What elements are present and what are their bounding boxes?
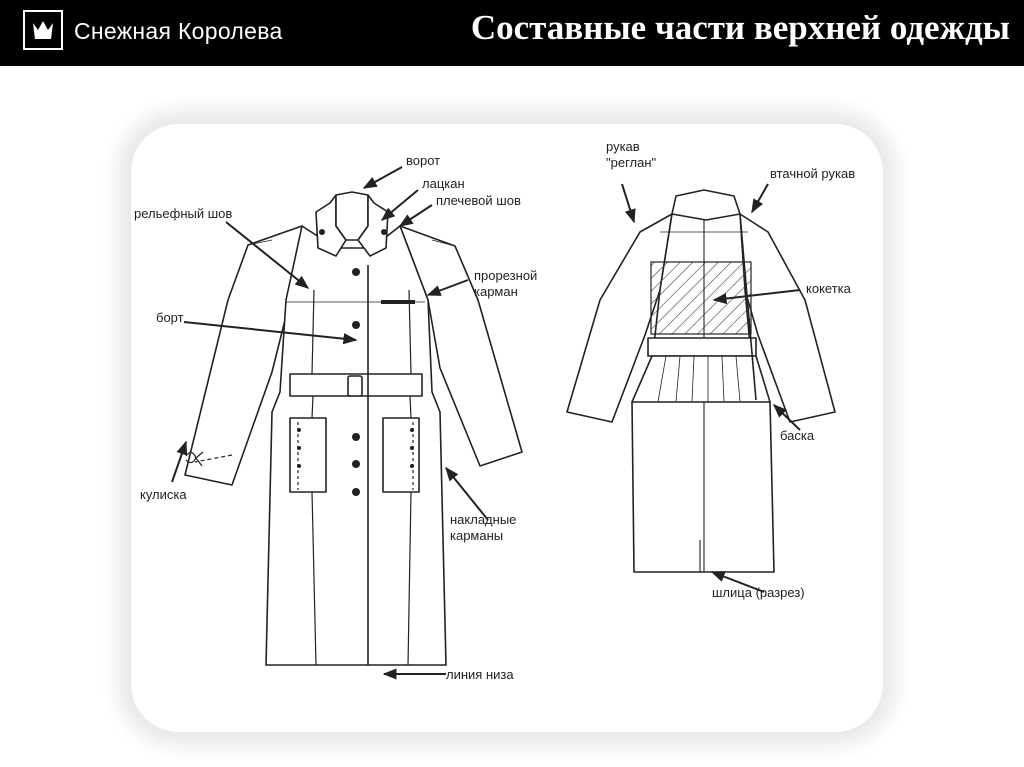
- brand-name: Снежная Королева: [74, 18, 283, 44]
- label-proreznoy-karman: прорезной карман: [474, 268, 538, 299]
- callout-arrows: [171, 166, 801, 680]
- label-nakladnye-karmany: накладные карманы: [450, 512, 517, 543]
- header-bar: Снежная Королева Составные части верхней…: [0, 0, 1024, 66]
- peplum: [631, 355, 771, 403]
- label-baska: баска: [780, 428, 815, 443]
- label-vorot: ворот: [406, 153, 441, 168]
- label-bort: борт: [156, 310, 184, 325]
- label-rukav-reglan: рукав "реглан": [606, 139, 657, 170]
- front-buttons: [297, 229, 414, 496]
- label-liniya-niza: линия низа: [446, 667, 514, 682]
- back-belt: [647, 337, 757, 357]
- label-relefny-shov: рельефный шов: [134, 206, 233, 221]
- cuff-bow: [185, 451, 204, 467]
- label-lackan: лацкан: [422, 176, 465, 191]
- logo: [23, 10, 63, 50]
- label-kuliska: кулиска: [140, 487, 187, 502]
- crown-icon: [33, 21, 53, 39]
- front-left-pocket: [289, 417, 327, 493]
- front-coat: [184, 191, 523, 666]
- label-koketka: кокетка: [806, 281, 851, 296]
- label-shlica: шлица (разрез): [712, 585, 805, 600]
- label-vtachnoy-rukav: втачной рукав: [770, 166, 856, 181]
- slide-title: Составные части верхней одежды: [470, 8, 1010, 47]
- back-collar: [671, 189, 741, 221]
- welt-pocket: [381, 300, 415, 304]
- label-plechevoy-shov: плечевой шов: [436, 193, 521, 208]
- back-coat: [566, 189, 836, 573]
